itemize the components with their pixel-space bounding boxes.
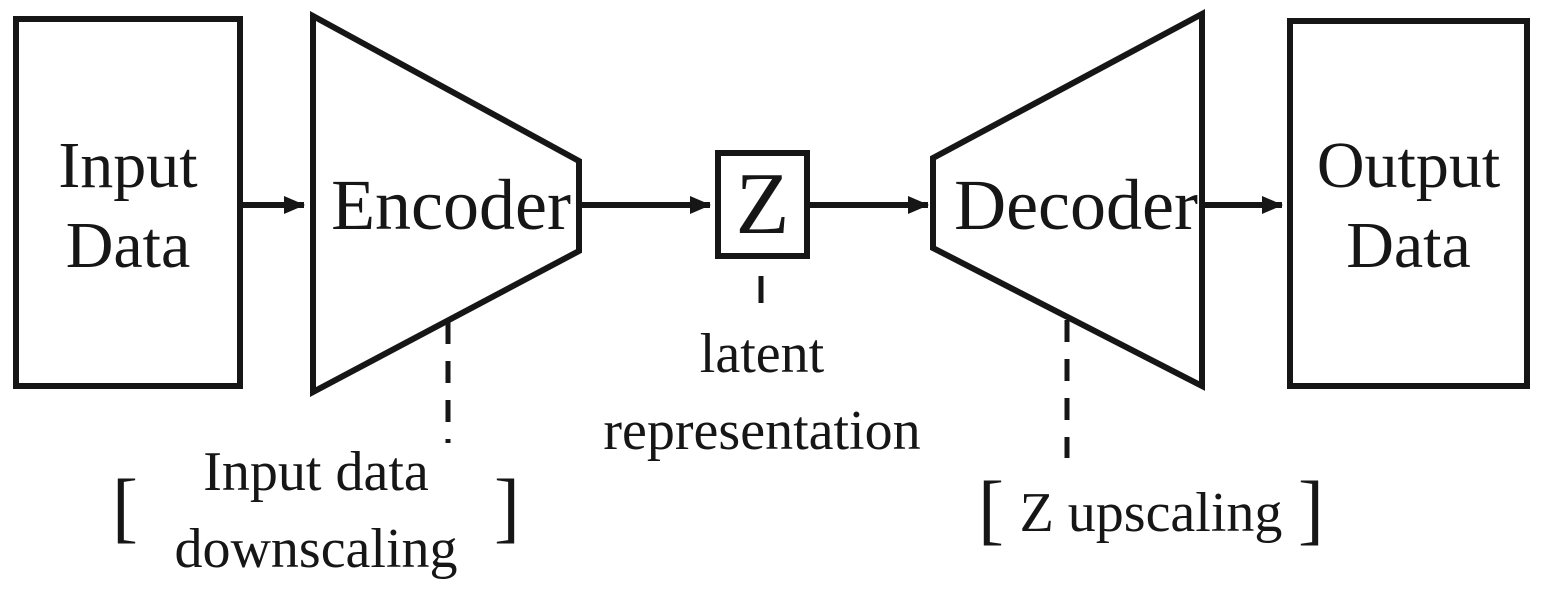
encoder-note-line1: Input data bbox=[203, 441, 429, 503]
input-data-label: Input Data bbox=[13, 126, 243, 286]
latent-z-symbol: Z bbox=[735, 156, 790, 253]
input-data-box bbox=[13, 16, 243, 389]
input-data-label-line2: Data bbox=[65, 209, 191, 282]
latent-caption-line1: latent bbox=[699, 323, 825, 385]
latent-caption-line2: representation bbox=[603, 400, 921, 462]
output-data-label-line1: Output bbox=[1316, 129, 1501, 202]
decoder-note-open-bracket: [ bbox=[978, 465, 1004, 552]
decoder-note: [ Z upscaling ] bbox=[978, 455, 1324, 571]
input-data-label-line1: Input bbox=[58, 129, 198, 202]
decoder-trapezoid bbox=[930, 8, 1205, 391]
encoder-note-line2: downscaling bbox=[174, 518, 458, 580]
output-data-label-line2: Data bbox=[1346, 209, 1471, 282]
decoder-note-close-bracket: ] bbox=[1298, 465, 1324, 552]
output-data-label: Output Data bbox=[1287, 126, 1530, 286]
encoder-note-text: Input data downscaling bbox=[138, 434, 494, 588]
encoder-label: Encoder bbox=[331, 165, 571, 245]
decoder-label: Decoder bbox=[954, 165, 1198, 245]
encoder-trapezoid bbox=[310, 10, 582, 397]
encoder-note-close-bracket: ] bbox=[494, 463, 520, 550]
decoder-note-text: Z upscaling bbox=[1019, 481, 1283, 544]
latent-caption: latent representation bbox=[592, 316, 932, 470]
encoder-note: [ Input data downscaling ] bbox=[112, 428, 520, 594]
encoder-note-open-bracket: [ bbox=[112, 463, 138, 550]
latent-z-box bbox=[715, 150, 810, 259]
output-data-box bbox=[1287, 18, 1530, 389]
